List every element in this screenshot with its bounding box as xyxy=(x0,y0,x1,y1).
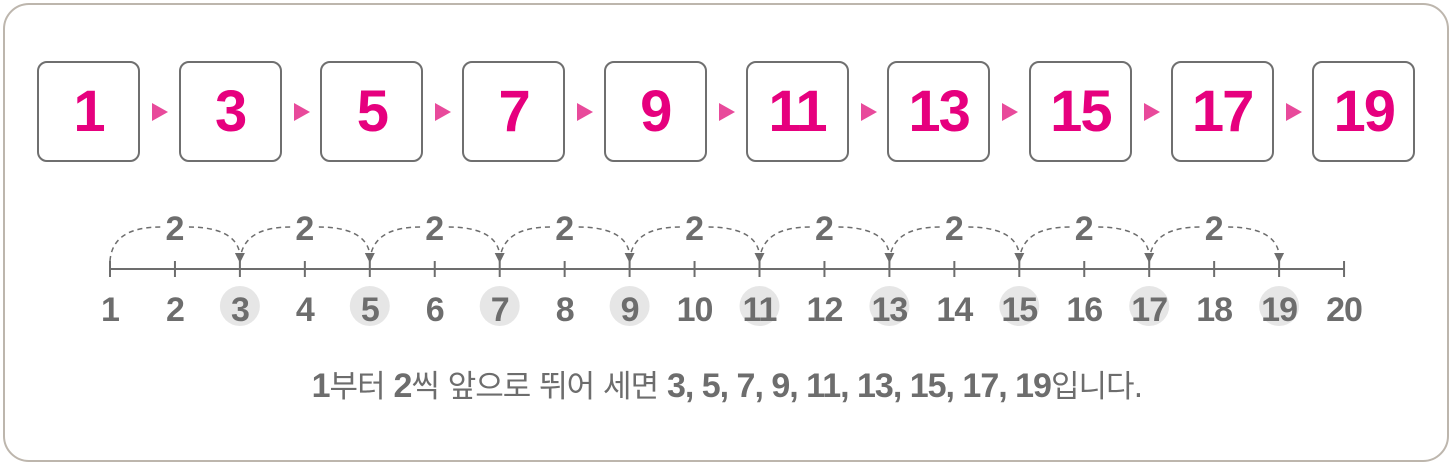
sentence-start-number: 1 xyxy=(311,367,331,405)
highlight-circle xyxy=(479,286,520,326)
tick-label: 20 xyxy=(1326,291,1362,329)
jump-arc-right xyxy=(708,226,761,256)
jump-arc-left xyxy=(758,226,811,262)
sequence-box: 9 xyxy=(603,61,707,162)
arrow-right-icon xyxy=(860,103,877,121)
sequence-number: 1 xyxy=(73,78,105,144)
tick-label: 15 xyxy=(1001,291,1037,329)
sequence-number: 9 xyxy=(640,78,672,144)
arrow-right-icon xyxy=(152,103,168,121)
highlight-circle xyxy=(349,286,390,326)
tick-label: 12 xyxy=(807,291,843,329)
jump-arc-left xyxy=(498,226,551,262)
tick-label: 14 xyxy=(936,291,973,329)
sentence-text-end: 입니다. xyxy=(1050,369,1143,405)
tick-label: 6 xyxy=(426,291,444,329)
jump-arc-left xyxy=(1148,226,1201,262)
jump-label: 2 xyxy=(165,210,184,248)
summary-sentence: 1부터 2씩 앞으로 뛰어 세면 3, 5, 7, 9, 11, 13, 15,… xyxy=(0,364,1454,409)
jump-label: 2 xyxy=(815,210,834,248)
sequence-number: 5 xyxy=(356,78,389,144)
highlight-circle xyxy=(739,286,780,326)
jump-arc-right xyxy=(578,226,631,256)
sequence-number: 15 xyxy=(1050,78,1112,144)
jump-label: 2 xyxy=(1075,210,1094,248)
tick-label: 13 xyxy=(871,291,907,329)
tick-label: 4 xyxy=(296,291,315,329)
jump-arc-right xyxy=(318,226,371,256)
arrow-right-icon xyxy=(577,103,594,121)
arrow-right-icon xyxy=(293,103,310,121)
sentence-result-numbers: 3, 5, 7, 9, 11, 13, 15, 17, 19 xyxy=(666,367,1052,405)
highlight-circle xyxy=(869,286,910,326)
highlight-circle xyxy=(219,286,260,326)
arrow-right-icon xyxy=(435,103,452,121)
jump-arc-left xyxy=(109,226,161,262)
arrow-right-icon xyxy=(1285,103,1302,121)
sequence-box: 19 xyxy=(1312,61,1416,162)
sequence-box: 17 xyxy=(1170,61,1274,162)
jump-arc-left xyxy=(888,226,941,262)
arrow-right-icon xyxy=(718,103,735,121)
tick-label: 17 xyxy=(1131,291,1167,329)
jump-arc-right xyxy=(838,226,891,256)
jump-label: 2 xyxy=(1205,210,1224,248)
jump-arc-right xyxy=(448,226,501,256)
tick-label: 7 xyxy=(491,291,509,329)
jump-arc-right xyxy=(1098,226,1150,256)
tick-label: 3 xyxy=(231,291,249,329)
jump-label: 2 xyxy=(555,210,574,248)
jump-arc-right xyxy=(968,226,1021,256)
sentence-step-number: 2 xyxy=(393,367,412,405)
highlight-circle xyxy=(1259,286,1300,326)
jump-label: 2 xyxy=(685,210,704,248)
highlight-circle xyxy=(1129,286,1170,326)
tick-label: 9 xyxy=(621,291,639,329)
jump-arrowhead-icon xyxy=(1274,253,1285,263)
sequence-box: 13 xyxy=(887,61,991,162)
highlight-circle xyxy=(609,286,650,326)
jump-arc-left xyxy=(628,226,681,262)
tick-label: 1 xyxy=(101,291,119,329)
jump-label: 2 xyxy=(295,210,314,248)
sequence-box: 5 xyxy=(320,61,424,162)
jump-arc-left xyxy=(1018,226,1071,262)
sequence-box: 1 xyxy=(37,61,140,162)
sequence-number: 7 xyxy=(498,78,530,144)
tick-label: 2 xyxy=(166,291,184,329)
jump-arc-right xyxy=(1228,226,1280,256)
sequence-number: 11 xyxy=(768,78,827,144)
sentence-text-count: 씩 앞으로 뛰어 세면 xyxy=(411,369,667,405)
tick-label: 8 xyxy=(556,291,574,329)
sequence-box: 7 xyxy=(462,61,566,162)
sentence-text-from: 부터 xyxy=(329,369,394,405)
tick-label: 18 xyxy=(1196,291,1232,329)
tick-label: 10 xyxy=(677,291,713,329)
sequence-number: 17 xyxy=(1191,78,1254,144)
sequence-box: 15 xyxy=(1028,61,1132,162)
jump-arc-right xyxy=(188,226,241,256)
tick-label: 11 xyxy=(743,291,777,329)
jump-arc-left xyxy=(239,226,291,262)
arrow-right-icon xyxy=(1143,103,1160,121)
sequence-number: 3 xyxy=(215,78,247,144)
sequence-number: 13 xyxy=(908,78,970,144)
sequence-box: 3 xyxy=(178,61,282,162)
arrow-right-icon xyxy=(1002,103,1019,121)
jump-label: 2 xyxy=(425,210,444,248)
tick-label: 16 xyxy=(1066,291,1102,329)
jump-arc-left xyxy=(369,226,421,262)
sequence-number: 19 xyxy=(1333,78,1396,144)
highlight-circle xyxy=(999,286,1040,326)
jump-label: 2 xyxy=(945,210,964,248)
sequence-box: 11 xyxy=(745,61,849,162)
tick-label: 19 xyxy=(1261,291,1297,329)
tick-label: 5 xyxy=(361,291,379,329)
